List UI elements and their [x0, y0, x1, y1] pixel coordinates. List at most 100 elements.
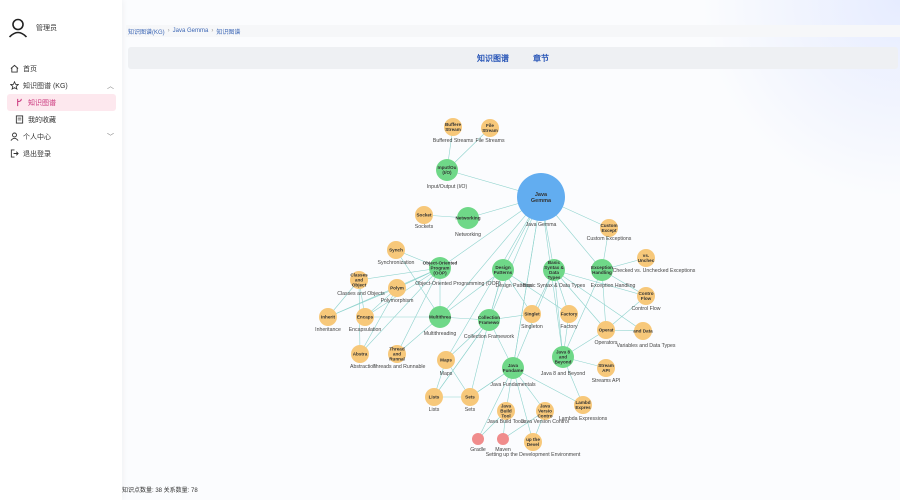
graph-node-gradle[interactable]: Gradle — [470, 433, 486, 453]
graph-node-circle[interactable] — [350, 271, 368, 289]
breadcrumb-item[interactable]: 知识图谱(KG) — [128, 29, 165, 36]
graph-node-label: Sets — [465, 407, 476, 413]
sidebar-item-favorites[interactable]: 我的收藏 — [0, 111, 122, 128]
graph-edge — [359, 287, 398, 355]
graph-node-circle[interactable] — [356, 308, 374, 326]
graph-node-circle[interactable] — [429, 257, 451, 279]
graph-node-circle[interactable] — [524, 433, 542, 451]
graph-node-circle[interactable] — [502, 357, 524, 379]
graph-node-text: Sets — [465, 395, 475, 400]
sidebar-item-home[interactable]: 首页 — [0, 60, 122, 77]
user-profile[interactable]: 管理员 — [8, 18, 57, 38]
sidebar-item-profile[interactable]: 个人中心 ﹀ — [0, 128, 122, 145]
graph-node-circle[interactable] — [388, 345, 406, 363]
graph-node-circle[interactable] — [388, 279, 406, 297]
graph-node-text: Singlet — [524, 312, 540, 317]
sidebar-item-logout[interactable]: 退出登录 — [0, 145, 122, 162]
graph-node-maven[interactable]: Maven — [495, 433, 511, 453]
graph-node-circle[interactable] — [457, 207, 479, 229]
tab-chapters[interactable]: 章节 — [533, 53, 549, 63]
graph-node-circle[interactable] — [481, 119, 499, 137]
graph-node-circle[interactable] — [600, 219, 618, 237]
user-icon — [9, 131, 20, 142]
graph-edge — [395, 249, 441, 318]
graph-node-circle[interactable] — [351, 345, 369, 363]
tab-knowledge-graph[interactable]: 知识图谱 — [477, 53, 509, 63]
graph-node-circle[interactable] — [597, 321, 615, 339]
graph-node-label: Variables and Data Types — [617, 343, 676, 349]
breadcrumb-item[interactable]: 知识图谱 — [216, 29, 241, 36]
graph-node-circle[interactable] — [429, 306, 451, 328]
graph-node-circle[interactable] — [478, 309, 500, 331]
graph-node-circle[interactable] — [497, 433, 509, 445]
graph-node-circle[interactable] — [574, 396, 592, 414]
graph-node-circle[interactable] — [597, 359, 615, 377]
graph-node-circle[interactable] — [536, 402, 554, 420]
graph-node-text: vs.Unchec — [638, 253, 655, 263]
graph-node-circle[interactable] — [552, 346, 574, 368]
graph-node-label: Java Fundamentals — [490, 382, 536, 388]
sidebar-item-graph[interactable]: 知识图谱 — [7, 94, 116, 111]
graph-node-circle[interactable] — [387, 241, 405, 259]
graph-node-text: Networking — [455, 216, 480, 221]
graph-node-circle[interactable] — [637, 249, 655, 267]
graph-node-circle[interactable] — [543, 259, 565, 281]
graph-node-circle[interactable] — [461, 388, 479, 406]
graph-node-circle[interactable] — [497, 402, 515, 420]
graph-node-circle[interactable] — [472, 433, 484, 445]
graph-node-circle[interactable] — [517, 173, 565, 221]
graph-node-io[interactable]: Input/Ou(I/O)Input/Output (I/O) — [427, 159, 468, 190]
graph-node-circle[interactable] — [523, 305, 541, 323]
graph-node-circle[interactable] — [637, 287, 655, 305]
graph-node-circle[interactable] — [492, 259, 514, 281]
graph-node-circle[interactable] — [319, 308, 337, 326]
breadcrumb-item[interactable]: Java Gemma — [172, 28, 209, 34]
graph-node-circle[interactable] — [415, 206, 433, 224]
sidebar-item-kg[interactable]: 知识图谱 (KG) ︿ — [0, 77, 122, 94]
graph-node-circle[interactable] — [437, 351, 455, 369]
graph-node-circle[interactable] — [591, 259, 613, 281]
graph-node-circle[interactable] — [560, 305, 578, 323]
home-icon — [9, 63, 20, 74]
graph-node-circle[interactable] — [425, 388, 443, 406]
graph-node-circle[interactable] — [436, 159, 458, 181]
graph-node-circle[interactable] — [634, 322, 652, 340]
graph-node-circle[interactable] — [444, 118, 462, 136]
